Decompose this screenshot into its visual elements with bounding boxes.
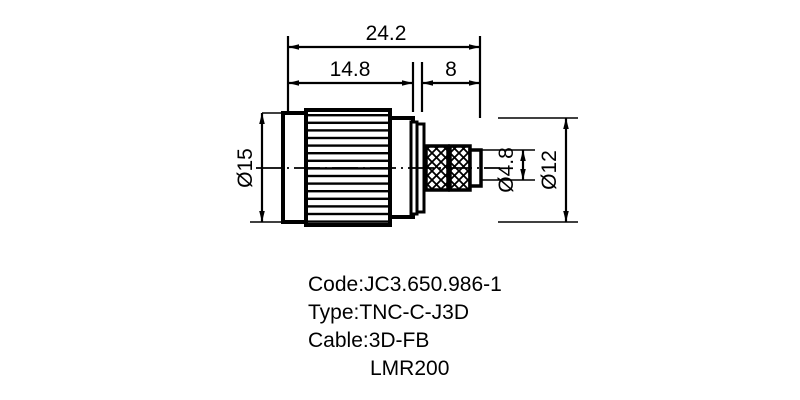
spec-code-label: Code:JC3.650.986-1: [308, 273, 502, 296]
dim-label-body: 14.8: [330, 58, 371, 81]
spec-cable-label: Cable:3D-FB: [308, 329, 429, 352]
dimension-lines-horizontal: 24.2 14.8 8: [286, 22, 482, 118]
spec-cable-alt-label: LMR200: [370, 357, 449, 380]
dim-label-nut-dia: Ø15: [234, 148, 257, 188]
dim-label-body-dia: Ø12: [538, 150, 561, 190]
dim-label-ferrule-dia: Ø4.8: [495, 147, 518, 193]
ferrule-knurl-fill-1: [426, 146, 448, 190]
dim-label-overall: 24.2: [366, 22, 407, 45]
connector-outline: [256, 108, 500, 227]
spec-text-block: Code:JC3.650.986-1 Type:TNC-C-J3D Cable:…: [308, 273, 502, 380]
dim-label-ferrule: 8: [445, 58, 457, 81]
spec-type-label: Type:TNC-C-J3D: [308, 301, 469, 324]
